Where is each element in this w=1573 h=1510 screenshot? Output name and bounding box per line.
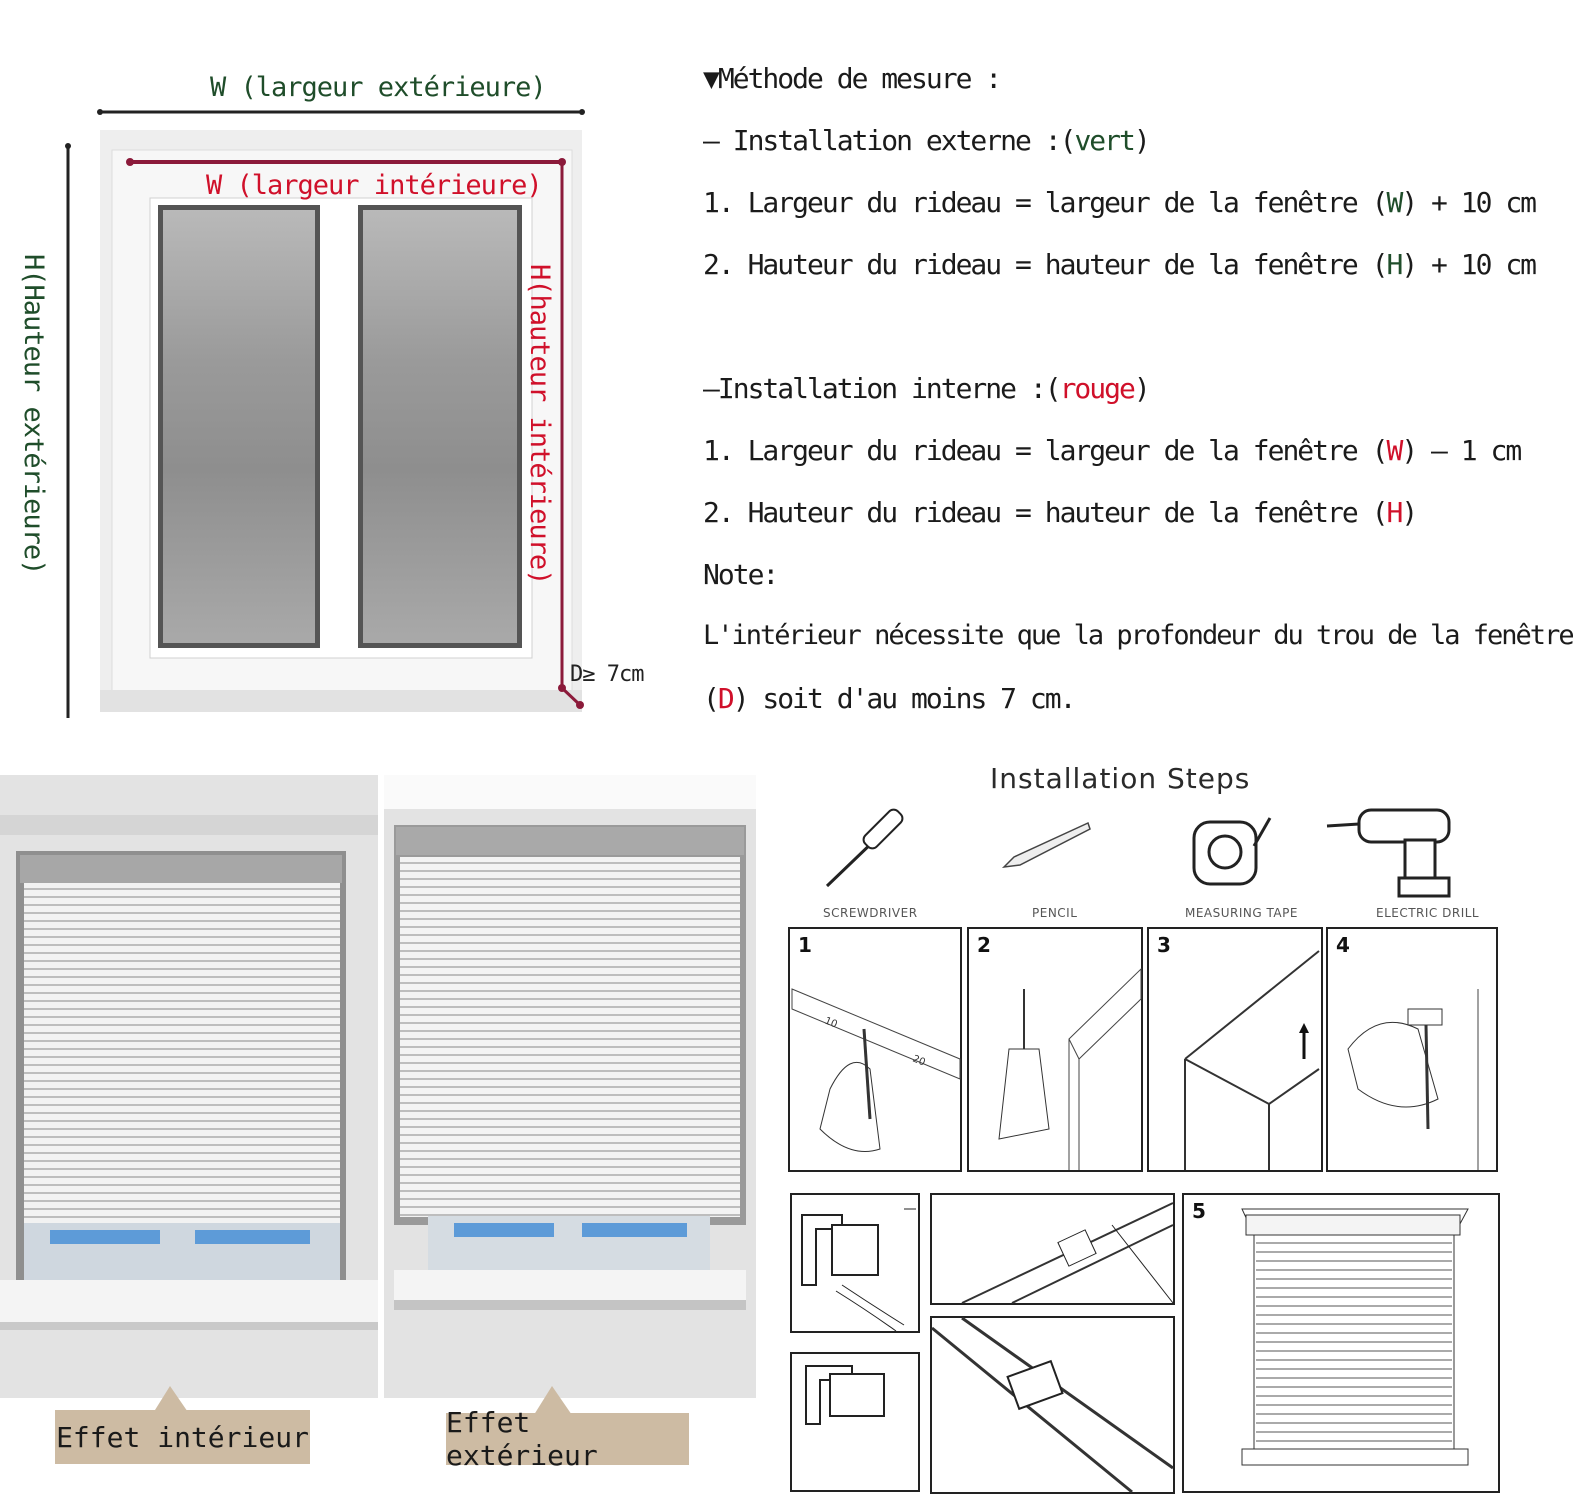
window-measure-diagram: W (largeur extérieure) W (largeur intéri… bbox=[0, 0, 700, 730]
exterior-effect-photo bbox=[384, 775, 756, 1398]
rail-detail-a-panel bbox=[930, 1193, 1175, 1305]
measuring-tape-icon bbox=[1192, 817, 1272, 886]
inner-width-label: W (largeur intérieure) bbox=[206, 170, 543, 201]
step-1-panel: 1 10 20 bbox=[788, 927, 962, 1172]
interior-blind-illustration bbox=[0, 775, 378, 1398]
rail-detail-b-illustration bbox=[931, 1316, 1174, 1494]
internal-height-rule: 2. Hauteur du rideau = hauteur de la fen… bbox=[703, 496, 1418, 529]
electric-drill-icon bbox=[1326, 808, 1451, 898]
note-label: Note: bbox=[703, 558, 779, 591]
rail-detail-a-illustration bbox=[961, 1202, 1174, 1304]
exterior-effect-caption: Effet extérieur bbox=[446, 1406, 689, 1472]
bracket-detail-a-panel bbox=[790, 1193, 920, 1333]
step-5-panel: 5 bbox=[1182, 1193, 1500, 1493]
internal-width-rule: 1. Largeur du rideau = largeur de la fen… bbox=[703, 434, 1522, 467]
bracket-detail-a-illustration bbox=[801, 1208, 916, 1332]
step-number: 3 bbox=[1157, 933, 1171, 957]
step-number: 2 bbox=[977, 933, 991, 957]
screwdriver-icon bbox=[825, 808, 904, 888]
external-install-heading: – Installation externe :(vert) bbox=[703, 124, 1151, 157]
step-number: 5 bbox=[1192, 1199, 1206, 1223]
note-line-1: L'intérieur nécessite que la profondeur … bbox=[703, 620, 1573, 651]
pencil-label: PENCIL bbox=[1032, 906, 1078, 920]
exterior-blind-illustration bbox=[384, 775, 756, 1398]
step-1-ruler-illustration: 10 20 bbox=[791, 988, 961, 1152]
window-drawing bbox=[65, 109, 585, 718]
rail-detail-b-panel bbox=[930, 1316, 1175, 1494]
step-4-panel: 4 bbox=[1326, 927, 1498, 1172]
note-line-2: (D) soit d'au moins 7 cm. bbox=[703, 682, 1076, 715]
method-title: ▼Méthode de mesure : bbox=[703, 62, 1002, 95]
external-width-rule: 1. Largeur du rideau = largeur de la fen… bbox=[703, 186, 1537, 219]
measuring-tape-label: MEASURING TAPE bbox=[1185, 906, 1298, 920]
interior-effect-photo bbox=[0, 775, 378, 1398]
electric-drill-label: ELECTRIC DRILL bbox=[1376, 906, 1480, 920]
step-2-drill-illustration bbox=[998, 967, 1142, 1170]
pencil-icon bbox=[1001, 821, 1091, 869]
outer-height-label: H(Hauteur extérieure) bbox=[18, 254, 49, 575]
step-number: 1 bbox=[798, 933, 812, 957]
ruler-mark-10: 10 bbox=[823, 1016, 839, 1031]
step-4-screw-illustration bbox=[1347, 989, 1479, 1170]
internal-install-heading: –Installation interne :(rouge) bbox=[703, 372, 1151, 405]
interior-effect-caption: Effet intérieur bbox=[55, 1410, 310, 1464]
bracket-detail-b-illustration bbox=[805, 1365, 885, 1425]
step-3-anchor-illustration bbox=[1184, 950, 1320, 1170]
outer-width-label: W (largeur extérieure) bbox=[210, 72, 547, 103]
inner-height-label: H(hauteur intérieure) bbox=[524, 264, 555, 585]
ruler-mark-20: 20 bbox=[911, 1054, 927, 1069]
external-height-rule: 2. Hauteur du rideau = hauteur de la fen… bbox=[703, 248, 1537, 281]
screwdriver-label: SCREWDRIVER bbox=[823, 906, 918, 920]
depth-label: D≥ 7cm bbox=[570, 662, 644, 687]
installation-steps-title: Installation Steps bbox=[990, 762, 1251, 795]
step-2-panel: 2 bbox=[967, 927, 1143, 1172]
step-5-finished-blind-illustration bbox=[1241, 1208, 1469, 1466]
step-3-panel: 3 bbox=[1147, 927, 1323, 1172]
step-number: 4 bbox=[1336, 933, 1350, 957]
bracket-detail-b-panel bbox=[790, 1352, 920, 1492]
